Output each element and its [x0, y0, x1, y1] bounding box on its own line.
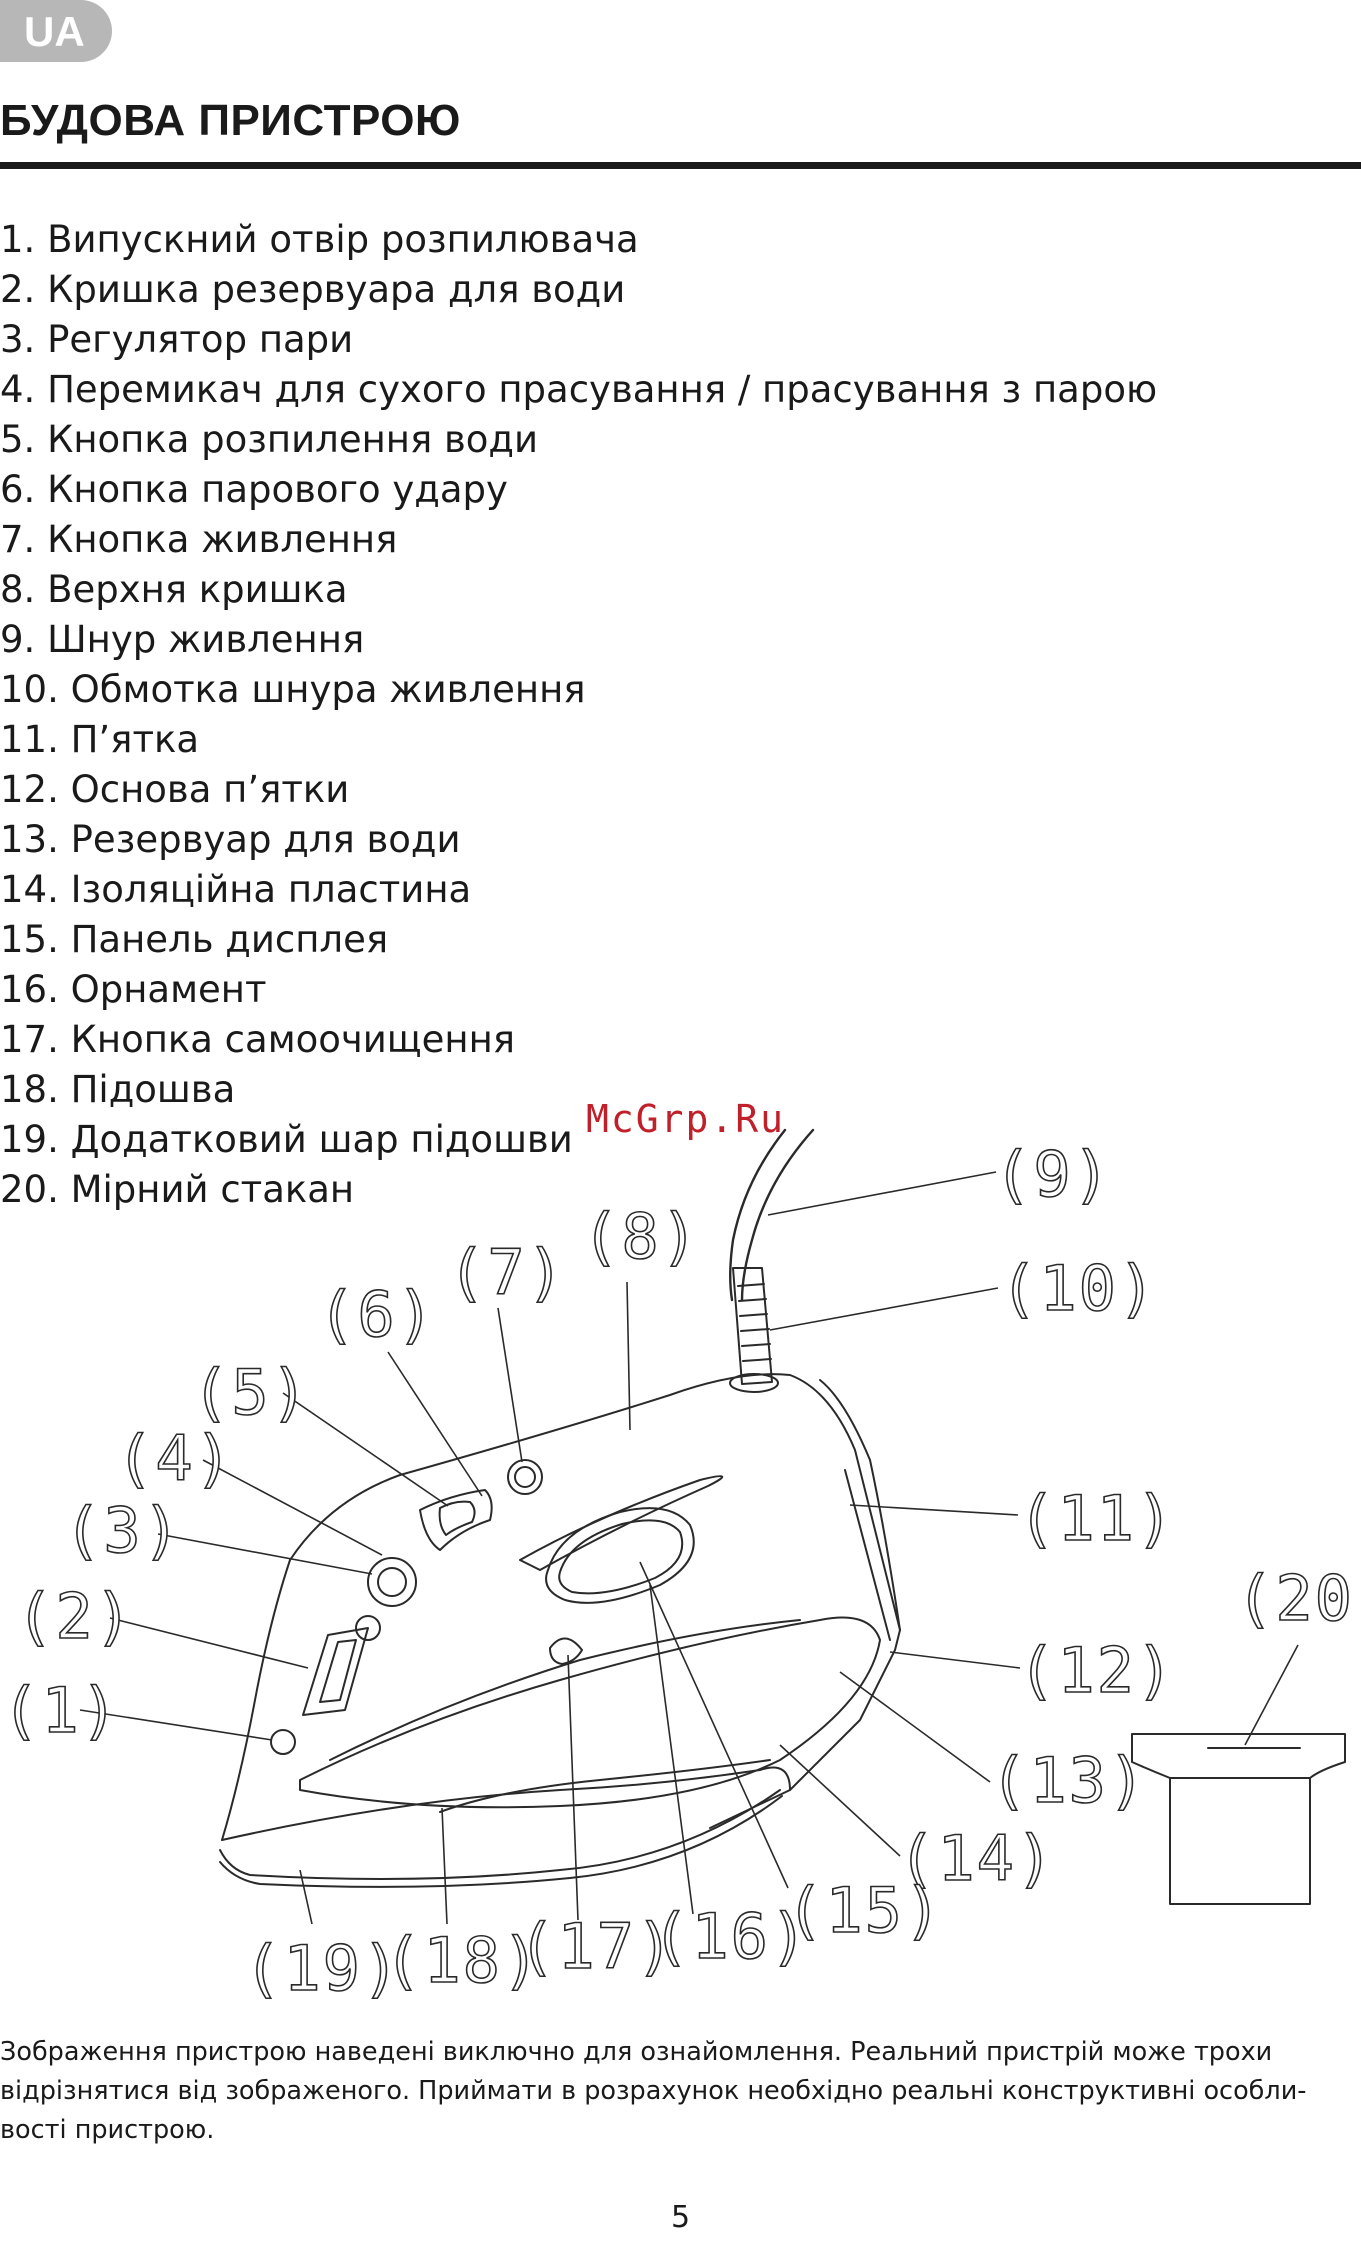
- page-number: 5: [670, 2200, 691, 2235]
- callout-5: (5): [192, 1356, 310, 1429]
- callout-12: (12): [1018, 1634, 1175, 1707]
- callout-11: (11): [1018, 1482, 1175, 1555]
- watermark: McGrp.Ru: [586, 1097, 786, 1141]
- list-item: 13. Резервуар для води: [0, 818, 461, 861]
- list-item: 6. Кнопка парового удару: [0, 468, 508, 511]
- list-item: 1. Випускний отвір розпилювача: [0, 218, 639, 261]
- callout-6: (6): [318, 1278, 436, 1351]
- list-item: 5. Кнопка розпилення води: [0, 418, 539, 461]
- list-item: 7. Кнопка живлення: [0, 518, 398, 561]
- list-item: 12. Основа п’ятки: [0, 768, 350, 811]
- list-item: 14. Ізоляційна пластина: [0, 868, 472, 911]
- callout-13: (13): [990, 1744, 1147, 1817]
- callout-3: (3): [64, 1494, 182, 1567]
- callout-8: (8): [582, 1200, 700, 1273]
- title-divider: [0, 162, 1361, 169]
- list-item: 9. Шнур живлення: [0, 618, 365, 661]
- language-badge-label: UA: [24, 8, 85, 55]
- list-item: 15. Панель дисплея: [0, 918, 389, 961]
- page-title: БУДОВА ПРИСТРОЮ: [0, 96, 461, 145]
- leader-lines: [79, 1171, 1299, 1925]
- callout-15: (15): [786, 1874, 943, 1947]
- callout-17: (17): [518, 1910, 675, 1983]
- list-item: 4. Перемикач для сухого прасування / пра…: [0, 368, 1158, 411]
- list-item: 2. Кришка резервуара для води: [0, 268, 626, 311]
- callout-16: (16): [652, 1900, 809, 1973]
- callout-20: (20): [1236, 1562, 1361, 1635]
- list-item: 16. Орнамент: [0, 968, 267, 1011]
- list-item: 3. Регулятор пари: [0, 318, 354, 361]
- language-badge: UA: [0, 0, 112, 62]
- list-item: 10. Обмотка шнура живлення: [0, 668, 586, 711]
- list-item: 18. Підошва: [0, 1068, 236, 1111]
- list-item: 20. Мірний стакан: [0, 1168, 355, 1211]
- callout-labels: (1) (2) (3) (4) (5) (6) (7) (8) (9) (10)…: [1, 1137, 1361, 2006]
- parts-list: 1. Випускний отвір розпилювача 2. Кришка…: [0, 215, 1157, 1215]
- iron-outline: [219, 1128, 1346, 1905]
- callout-7: (7): [448, 1236, 566, 1309]
- callout-4: (4): [116, 1422, 234, 1495]
- callout-14: (14): [898, 1822, 1055, 1895]
- disclaimer-note: Зображення пристрою наведені виключно дл…: [0, 2037, 1307, 2145]
- callout-10: (10): [1000, 1252, 1157, 1325]
- callout-1: (1): [2, 1674, 120, 1747]
- callout-18: (18): [384, 1924, 541, 1997]
- list-item: 11. П’ятка: [0, 718, 200, 761]
- list-item: 19. Додатковий шар підошви: [0, 1118, 573, 1161]
- callout-19: (19): [244, 1932, 401, 2005]
- list-item: 8. Верхня кришка: [0, 568, 348, 611]
- list-item: 17. Кнопка самоочищення: [0, 1018, 516, 1061]
- callout-2: (2): [16, 1580, 134, 1653]
- callout-9: (9): [994, 1138, 1112, 1211]
- iron-diagram: (1) (2) (3) (4) (5) (6) (7) (8) (9) (10)…: [1, 1128, 1361, 2006]
